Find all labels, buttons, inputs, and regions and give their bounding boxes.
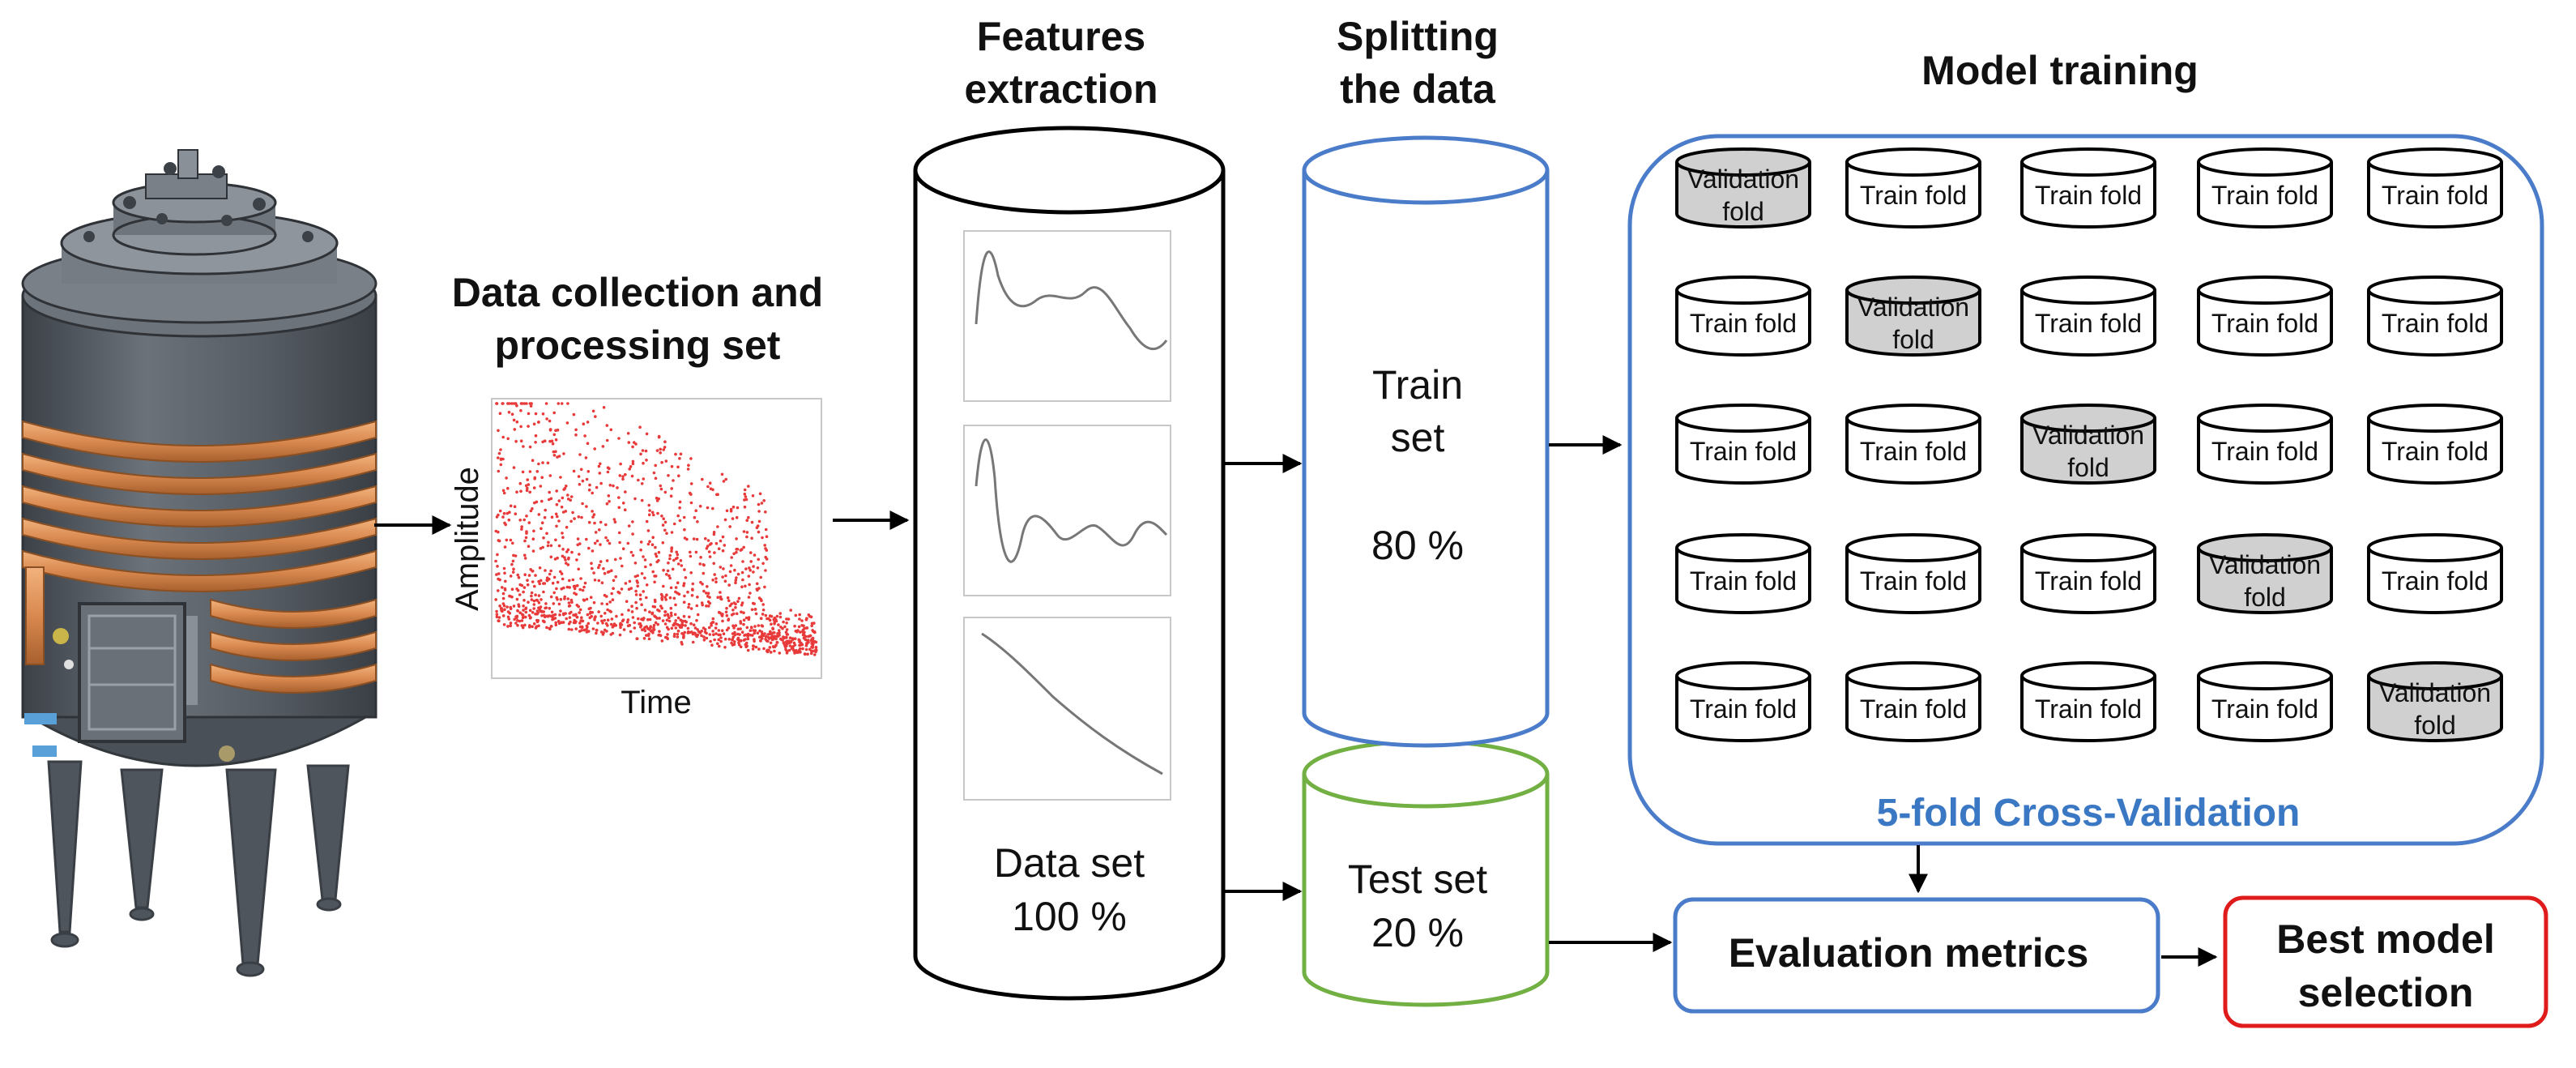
- validation-fold-label: fold: [2067, 453, 2109, 482]
- feature-plot-2: [963, 425, 1171, 596]
- validation-fold: Validation fold: [1845, 276, 1981, 357]
- train-fold: Train fold: [2197, 147, 2333, 229]
- validation-fold: Validation fold: [2197, 533, 2333, 614]
- train-fold-label: Train fold: [2211, 309, 2318, 338]
- train-fold-label: Train fold: [1860, 437, 1967, 466]
- amplitude-scatter-plot: Amplitude Time: [450, 398, 822, 720]
- train-fold: Train fold: [1845, 661, 1981, 742]
- validation-fold: Validation fold: [1675, 147, 1811, 229]
- train-fold-label: Train fold: [1860, 566, 1967, 596]
- train-fold-label: Train fold: [1690, 309, 1797, 338]
- validation-fold-label: fold: [2414, 711, 2456, 740]
- fermentation-tank-illustration: [21, 149, 377, 977]
- train-fold: Train fold: [1845, 147, 1981, 229]
- validation-fold-label: fold: [2244, 583, 2286, 612]
- model-training-heading: Model training: [1921, 48, 2199, 93]
- splitting-heading-line1: Splitting: [1337, 14, 1499, 59]
- train-fold-label: Train fold: [2382, 566, 2489, 596]
- train-fold-label: Train fold: [1690, 566, 1797, 596]
- data-collection-heading-line1: Data collection and: [452, 270, 823, 315]
- copper-cooling-coils: [22, 420, 377, 694]
- scatter-points: [494, 402, 818, 656]
- train-fold: Train fold: [2197, 404, 2333, 485]
- train-fold-label: Train fold: [2382, 181, 2489, 210]
- test-set-label-line2: 20 %: [1371, 910, 1464, 955]
- train-fold: Train fold: [2020, 147, 2156, 229]
- scatter-y-axis-label: Amplitude: [450, 467, 485, 611]
- validation-fold: Validation fold: [2367, 661, 2503, 742]
- train-fold: Train fold: [2197, 276, 2333, 357]
- best-model-label-line2: selection: [2298, 970, 2474, 1015]
- train-fold: Train fold: [2020, 661, 2156, 742]
- train-set-cylinder: [1302, 135, 1550, 748]
- dataset-label-line2: 100 %: [1012, 894, 1127, 939]
- train-fold-label: Train fold: [2035, 181, 2142, 210]
- validation-fold-label: Validation: [1687, 164, 1799, 194]
- train-fold: Train fold: [1675, 276, 1811, 357]
- train-fold-label: Train fold: [1860, 181, 1967, 210]
- train-set-label-line1: Train: [1372, 362, 1463, 408]
- test-set-label-line1: Test set: [1348, 857, 1487, 902]
- train-fold-label: Train fold: [2382, 309, 2489, 338]
- train-fold-label: Train fold: [2035, 694, 2142, 724]
- train-fold: Train fold: [1845, 404, 1981, 485]
- validation-fold-label: Validation: [1857, 293, 1969, 322]
- feature-plot-3: [963, 617, 1171, 801]
- features-heading-line2: extraction: [965, 66, 1158, 112]
- splitting-heading-line2: the data: [1340, 66, 1496, 112]
- train-fold: Train fold: [1675, 661, 1811, 742]
- train-fold: Train fold: [1675, 533, 1811, 614]
- train-fold: Train fold: [1845, 533, 1981, 614]
- train-fold: Train fold: [2020, 533, 2156, 614]
- train-fold: Train fold: [2367, 276, 2503, 357]
- validation-fold: Validation fold: [2020, 404, 2156, 485]
- validation-fold-label: Validation: [2209, 550, 2321, 579]
- evaluation-metrics-box: [1673, 897, 2160, 1014]
- data-collection-heading-line2: processing set: [495, 323, 781, 368]
- train-fold-label: Train fold: [1860, 694, 1967, 724]
- feature-plot-1: [963, 230, 1171, 402]
- train-fold-label: Train fold: [1690, 437, 1797, 466]
- train-set-label-line2: set: [1391, 415, 1445, 460]
- train-fold: Train fold: [2367, 404, 2503, 485]
- train-fold-label: Train fold: [2211, 181, 2318, 210]
- train-set-percent: 80 %: [1371, 523, 1464, 568]
- train-fold-label: Train fold: [2035, 309, 2142, 338]
- train-fold-label: Train fold: [1690, 694, 1797, 724]
- tank-legs: [47, 760, 350, 977]
- train-fold: Train fold: [2197, 661, 2333, 742]
- dataset-label-line1: Data set: [994, 840, 1145, 886]
- scatter-x-axis-label: Time: [621, 685, 691, 720]
- best-model-label-line1: Best model: [2276, 916, 2495, 962]
- train-fold-label: Train fold: [2382, 437, 2489, 466]
- cv-title: 5-fold Cross-Validation: [1877, 792, 2301, 835]
- train-fold-label: Train fold: [2211, 437, 2318, 466]
- train-fold-label: Train fold: [2211, 694, 2318, 724]
- test-set-cylinder: [1302, 739, 1550, 1007]
- validation-fold-label: fold: [1892, 325, 1934, 354]
- best-model-box: [2223, 895, 2548, 1028]
- validation-fold-label: Validation: [2032, 421, 2144, 450]
- validation-fold-label: fold: [1722, 197, 1764, 226]
- train-fold: Train fold: [1675, 404, 1811, 485]
- train-fold: Train fold: [2367, 533, 2503, 614]
- train-fold: Train fold: [2367, 147, 2503, 229]
- train-fold: Train fold: [2020, 276, 2156, 357]
- validation-fold-label: Validation: [2379, 678, 2491, 707]
- tank-door: [78, 602, 198, 743]
- features-heading-line1: Features: [977, 14, 1145, 59]
- train-fold-label: Train fold: [2035, 566, 2142, 596]
- evaluation-metrics-label: Evaluation metrics: [1729, 930, 2089, 976]
